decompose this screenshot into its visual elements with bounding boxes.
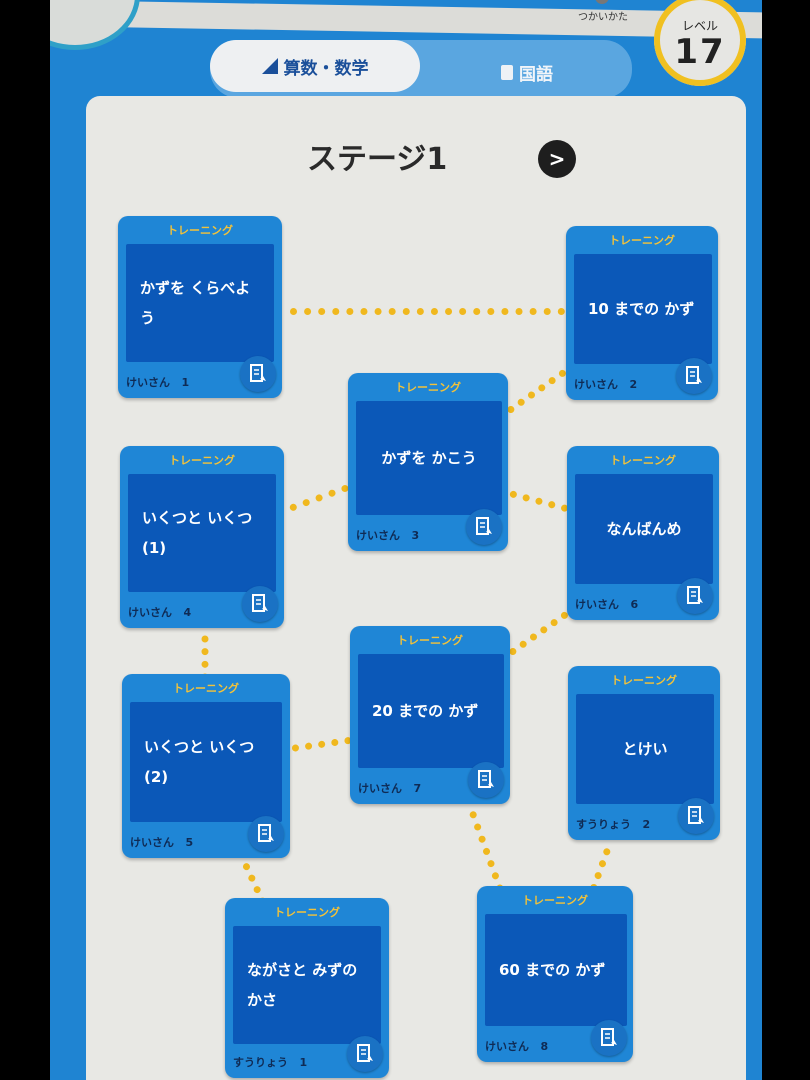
level-label: レベル <box>681 18 718 33</box>
card-category: すうりょう 2 <box>576 818 651 831</box>
lesson-card[interactable]: トレーニング ながさと みずの かさ すうりょう 1 <box>225 898 389 1078</box>
document-icon[interactable] <box>591 1020 627 1056</box>
level-value: 17 <box>674 31 726 72</box>
card-title: 60 までの かず <box>485 914 627 1026</box>
tab-japanese[interactable]: 国語 <box>422 46 632 98</box>
lesson-card[interactable]: トレーニング かずを くらべよう けいさん 1 <box>118 216 282 398</box>
card-category: けいさん 7 <box>358 782 422 795</box>
card-category: けいさん 2 <box>574 378 638 391</box>
card-category: けいさん 4 <box>128 606 192 619</box>
tab-japanese-label: 国語 <box>519 64 553 85</box>
chevron-right-icon: > <box>548 147 566 171</box>
card-title: とけい <box>576 694 714 804</box>
lesson-card[interactable]: トレーニング とけい すうりょう 2 <box>568 666 720 840</box>
document-icon[interactable] <box>677 578 713 614</box>
card-title: なんばんめ <box>575 474 713 584</box>
card-tag: トレーニング <box>395 381 461 394</box>
lesson-card[interactable]: トレーニング かずを かこう けいさん 3 <box>348 373 508 551</box>
card-tag: トレーニング <box>167 224 233 237</box>
lesson-card[interactable]: トレーニング 10 までの かず けいさん 2 <box>566 226 718 400</box>
card-tag: トレーニング <box>609 234 675 247</box>
home-button[interactable] <box>50 0 140 50</box>
card-category: けいさん 3 <box>356 529 420 542</box>
document-icon[interactable] <box>242 586 278 622</box>
document-icon[interactable] <box>248 816 284 852</box>
card-title: かずを くらべよう <box>126 244 274 362</box>
stage-title: ステージ1 <box>307 142 448 177</box>
document-icon[interactable] <box>466 509 502 545</box>
card-tag: トレーニング <box>173 682 239 695</box>
card-category: けいさん 8 <box>485 1040 549 1053</box>
card-title: いくつと いくつ (2) <box>130 702 282 822</box>
card-tag: トレーニング <box>169 454 235 467</box>
document-icon[interactable] <box>468 762 504 798</box>
tab-math-label: 算数・数学 <box>283 58 369 79</box>
subject-tabs: 算数・数学 国語 <box>210 40 632 98</box>
triangle-ruler-icon <box>261 58 278 74</box>
lesson-card[interactable]: トレーニング 60 までの かず けいさん 8 <box>477 886 633 1062</box>
book-icon <box>501 64 513 80</box>
card-tag: トレーニング <box>522 894 588 907</box>
level-badge: レベル 17 <box>654 0 746 86</box>
lesson-card[interactable]: トレーニング なんばんめ けいさん 6 <box>567 446 719 620</box>
document-icon[interactable] <box>676 358 712 394</box>
document-icon[interactable] <box>678 798 714 834</box>
card-title: かずを かこう <box>356 401 502 515</box>
card-category: けいさん 6 <box>575 598 639 611</box>
document-icon[interactable] <box>347 1036 383 1072</box>
document-icon[interactable] <box>240 356 276 392</box>
card-title: ながさと みずの かさ <box>233 926 381 1044</box>
connector <box>290 308 565 315</box>
card-title: 10 までの かず <box>574 254 712 364</box>
card-tag: トレーニング <box>397 634 463 647</box>
tab-math[interactable]: 算数・数学 <box>210 40 420 92</box>
card-category: すうりょう 1 <box>233 1056 308 1069</box>
help-icon[interactable] <box>595 0 609 4</box>
card-tag: トレーニング <box>611 674 677 687</box>
card-category: けいさん 1 <box>126 376 190 389</box>
card-tag: トレーニング <box>610 454 676 467</box>
next-stage-button[interactable]: > <box>538 140 576 178</box>
card-title: いくつと いくつ (1) <box>128 474 276 592</box>
lesson-card[interactable]: トレーニング いくつと いくつ (1) けいさん 4 <box>120 446 284 628</box>
card-title: 20 までの かず <box>358 654 504 768</box>
howto-label[interactable]: つかいかた <box>578 12 628 23</box>
card-tag: トレーニング <box>274 906 340 919</box>
lesson-card[interactable]: トレーニング いくつと いくつ (2) けいさん 5 <box>122 674 290 858</box>
lesson-card[interactable]: トレーニング 20 までの かず けいさん 7 <box>350 626 510 804</box>
card-category: けいさん 5 <box>130 836 194 849</box>
